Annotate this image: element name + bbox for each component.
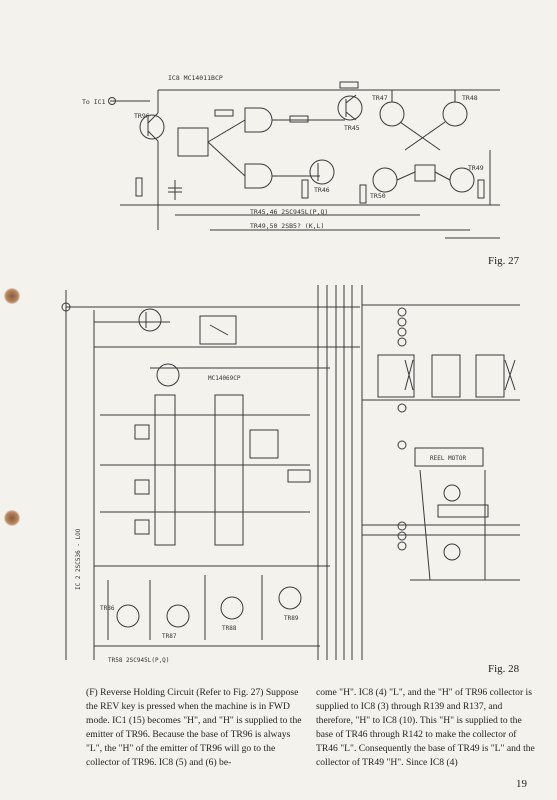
punch-hole-top: [4, 288, 20, 304]
punch-hole-bottom: [4, 510, 20, 526]
part-label: TR48: [462, 94, 478, 102]
part-label: TR50: [370, 192, 386, 200]
fig28-caption: Fig. 28: [488, 663, 520, 675]
part-label: TR88: [222, 625, 237, 632]
fig28-motor-label: REEL MOTOR: [430, 455, 467, 462]
part-label: TR87: [162, 633, 177, 640]
part-label: TR45: [344, 124, 360, 132]
fig27-bus1: TR45,46 2SC945L(P,Q): [250, 208, 328, 216]
part-label: TR86: [100, 605, 115, 612]
fig28-schematic: MC14069CP REEL MOTOR TR58 2SC945L(P,Q) I…: [61, 285, 520, 664]
text-column-right: come "H". IC8 (4) "L", and the "H" of TR…: [316, 687, 535, 768]
part-label: TR89: [284, 615, 299, 622]
text-column-left: (F) Reverse Holding Circuit (Refer to Fi…: [86, 687, 302, 768]
fig28-ic2-label: IC 2 2SC536 - LOO: [75, 528, 82, 590]
fig27-caption: Fig. 27: [488, 255, 520, 267]
part-label: TR96: [134, 112, 150, 120]
fig28-bottom-note: TR58 2SC945L(P,Q): [108, 657, 169, 664]
part-label: TR46: [314, 186, 330, 194]
fig27-ic-label: IC8 MC14011BCP: [168, 74, 223, 82]
part-label: TR49: [468, 164, 484, 172]
fig27-bus2: TR49,50 2SB5? (K,L): [250, 222, 324, 230]
part-label: TR47: [372, 94, 388, 102]
page-number: 19: [516, 778, 527, 790]
fig27-input-label: To IC1: [82, 98, 106, 106]
fig28-ic-label: MC14069CP: [208, 375, 241, 382]
fig27-schematic: IC8 MC14011BCP To IC1 TR45,46 2SC945L(P,…: [82, 74, 500, 239]
